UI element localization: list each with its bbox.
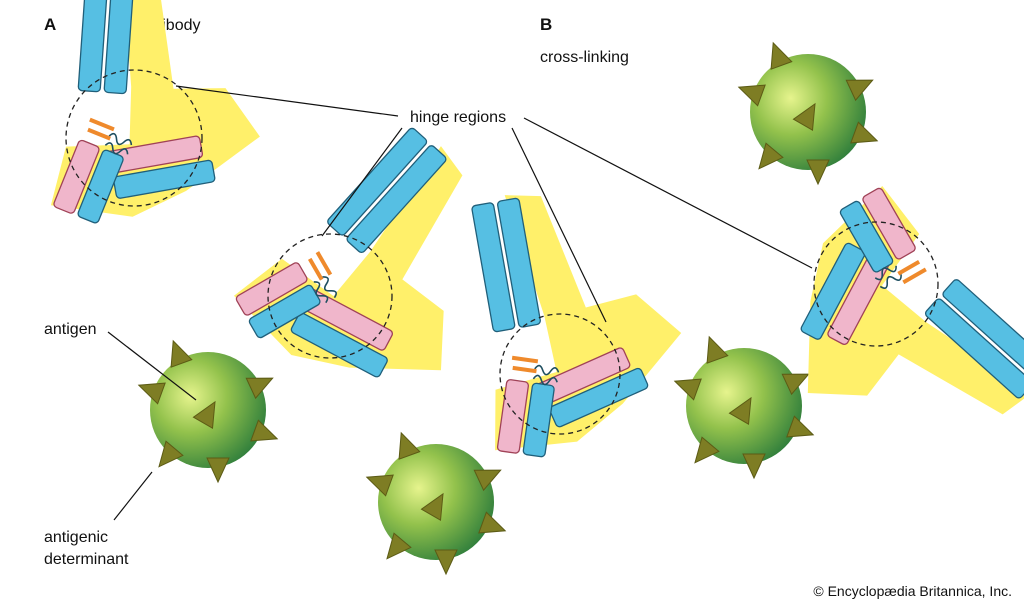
- panel-a-letter: A: [44, 15, 56, 34]
- antibody-single: [0, 0, 306, 271]
- panel-b-letter: B: [540, 15, 552, 34]
- hinge-circle-b1: [499, 313, 621, 435]
- determinant-leader-line: [113, 471, 153, 521]
- antigenic-determinant-label-line1: antigenic: [44, 529, 108, 546]
- hinge-circle-a: [65, 69, 203, 207]
- hinge-circle-bound: [267, 233, 393, 359]
- hinge-regions-label: hinge regions: [410, 109, 506, 126]
- antigen-a: [135, 337, 281, 482]
- hinge-circle-b2: [813, 221, 939, 347]
- antigen-b-bottom: [363, 429, 509, 574]
- antigen-leader-line: [107, 331, 197, 401]
- hinge-leader-lines: [175, 85, 813, 323]
- panel-b-title: cross-linking: [540, 49, 629, 66]
- copyright-credit: © Encyclopædia Britannica, Inc.: [813, 583, 1012, 599]
- antigenic-determinant-label-line2: determinant: [44, 551, 129, 568]
- antigen-b-middle: [671, 333, 817, 478]
- antigen-b-top: [735, 39, 881, 184]
- antigen-label: antigen: [44, 321, 97, 338]
- antibody-crosslink-1: [436, 184, 700, 476]
